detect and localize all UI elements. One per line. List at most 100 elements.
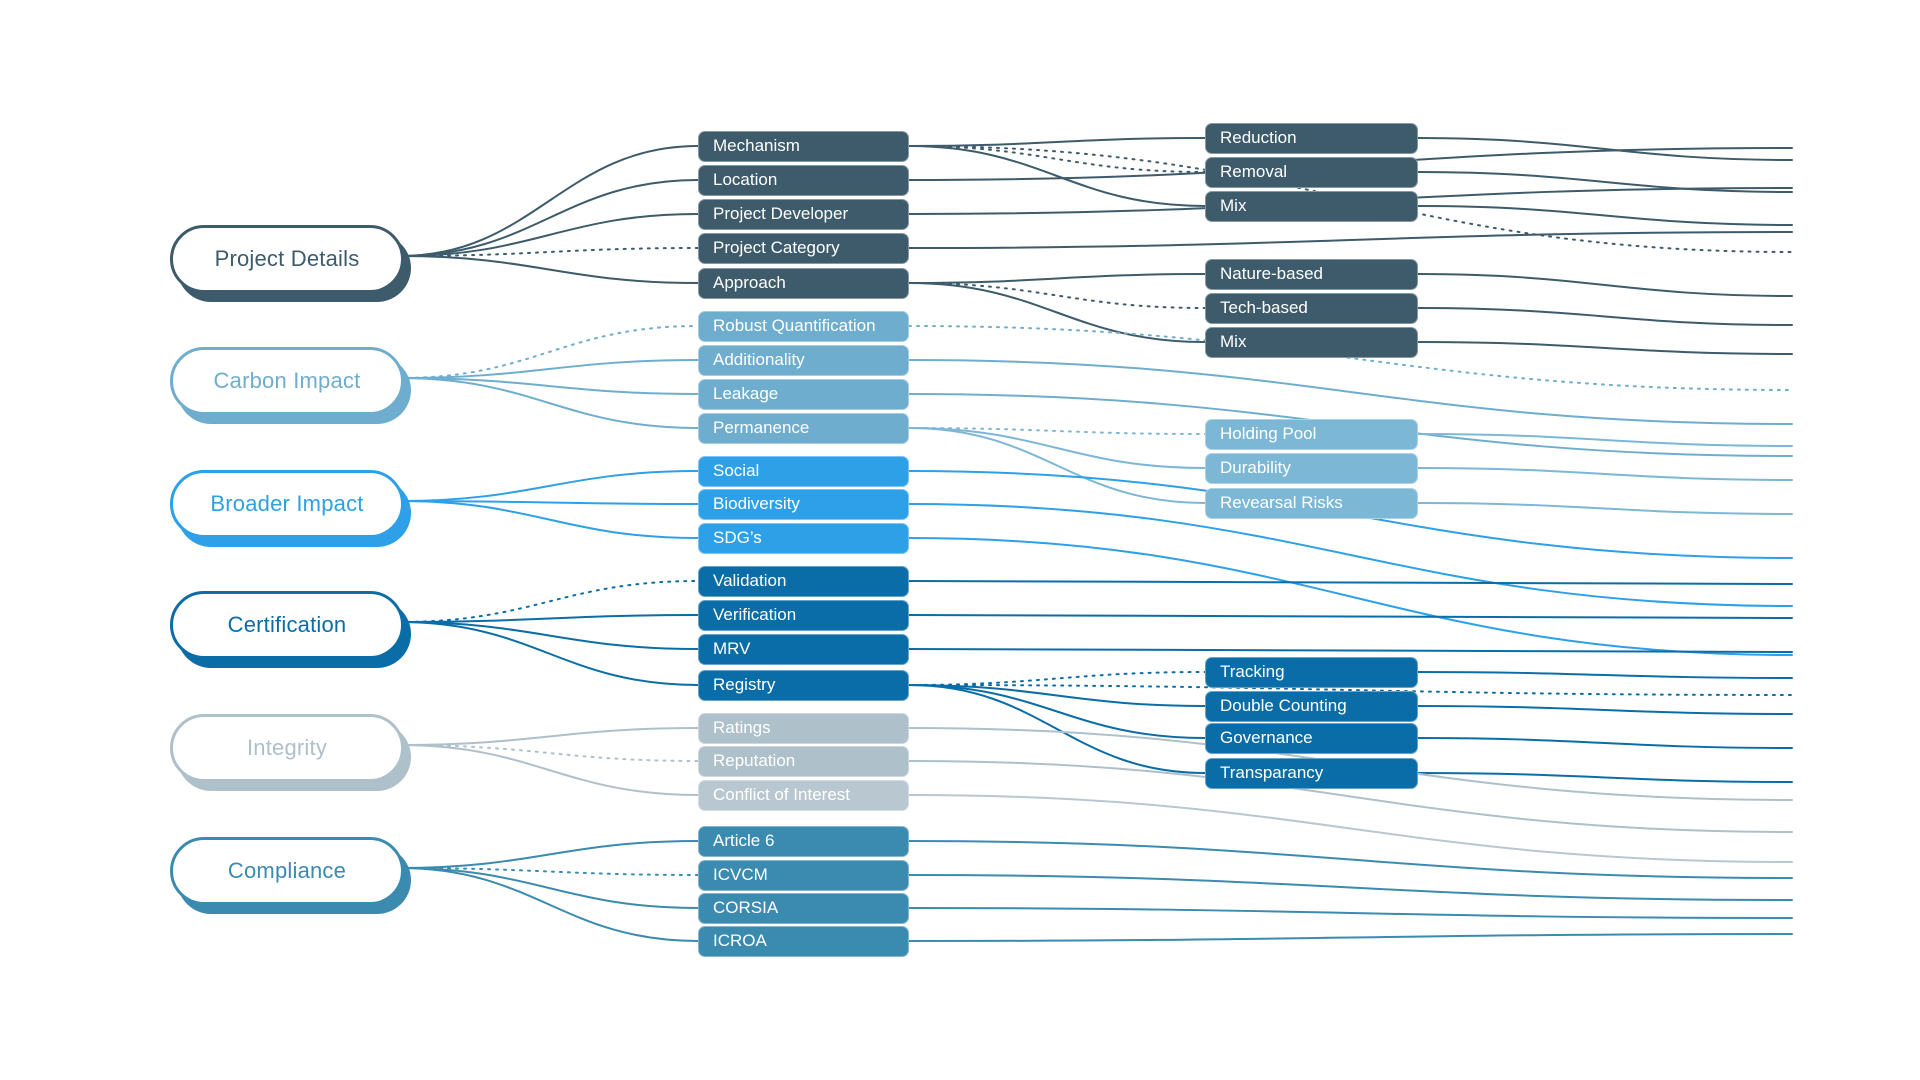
edge-approach-mix-2 [908,282,1206,343]
node-approach-label: Approach [713,273,786,292]
node-leakage: Leakage [698,378,909,410]
edge-mix-2-margin [1417,341,1793,355]
edge-holding-pool-margin [1417,433,1793,447]
edge-tracking-margin [1417,671,1793,679]
node-robust-quantification: Robust Quantification [698,310,909,342]
node-mechanism-label: Mechanism [713,136,800,155]
pill-compliance: Compliance [170,837,404,905]
node-permanence: Permanence [698,412,909,444]
node-mix-1-label: Mix [1220,196,1247,215]
node-reputation: Reputation [698,745,909,777]
node-revearsal-risks: Revearsal Risks [1205,487,1418,519]
node-icroa: ICROA [698,925,909,957]
node-validation: Validation [698,565,909,597]
pill-integrity-label: Integrity [246,735,328,760]
edge-project-details-project-category [399,247,699,257]
edge-double-counting-margin [1417,705,1793,715]
edge-additionality-margin [908,359,1793,425]
edge-registry-tracking [908,671,1206,686]
edge-carbon-impact-permanence [399,377,699,429]
edge-transparancy-margin [1417,772,1793,783]
edge-compliance-icroa [399,867,699,942]
node-biodiversity-label: Biodiversity [713,494,800,513]
node-social-label: Social [713,461,760,480]
edge-carbon-impact-additionality [399,359,699,379]
pill-broader-impact: Broader Impact [170,470,404,538]
pill-project-details-label: Project Details [214,246,360,271]
pill-certification: Certification [170,591,404,659]
edge-reduction-margin [1417,137,1793,161]
node-transparancy: Transparancy [1205,757,1418,789]
pill-project-details: Project Details [170,225,404,293]
node-reduction: Reduction [1205,122,1418,154]
edge-durability-margin [1417,467,1793,481]
edge-robust-quantification-margin [908,325,1793,391]
node-ratings-label: Ratings [713,718,771,737]
edge-verification-margin [908,614,1793,619]
edge-article-6-margin [908,840,1793,879]
node-tech-based-label: Tech-based [1220,298,1308,317]
node-icvcm-label: ICVCM [713,865,768,884]
edge-mix-1-margin [1417,205,1793,226]
node-verification-label: Verification [713,605,797,624]
edge-registry-double-counting [908,684,1206,707]
node-social: Social [698,455,909,487]
node-corsia-label: CORSIA [713,898,779,917]
node-reduction-label: Reduction [1220,128,1297,147]
pill-compliance-label: Compliance [227,858,347,883]
node-project-developer: Project Developer [698,198,909,230]
node-article-6: Article 6 [698,825,909,857]
edge-registry-margin [908,684,1793,696]
edge-integrity-ratings [399,727,699,746]
edge-broader-impact-biodiversity [399,500,699,505]
edge-compliance-corsia [399,867,699,909]
pill-broader-impact-label: Broader Impact [210,491,364,516]
edge-permanence-durability [908,427,1206,469]
pill-carbon-impact-label: Carbon Impact [213,368,361,393]
edge-revearsal-risks-margin [1417,502,1793,515]
edge-governance-margin [1417,737,1793,749]
node-reputation-label: Reputation [713,751,796,770]
edge-mechanism-mix-1 [908,145,1206,207]
node-additionality-label: Additionality [713,350,805,369]
node-nature-based: Nature-based [1205,258,1418,290]
edge-project-details-location [399,179,699,257]
node-sdgs: SDG’s [698,522,909,554]
node-tech-based: Tech-based [1205,292,1418,324]
node-approach: Approach [698,267,909,299]
edge-registry-transparancy [908,684,1206,774]
edge-project-category-margin [908,231,1793,249]
edge-biodiversity-margin [908,503,1793,607]
node-corsia: CORSIA [698,892,909,924]
node-conflict-of-interest: Conflict of Interest [698,779,909,811]
node-robust-quantification-label: Robust Quantification [713,316,876,335]
node-nature-based-label: Nature-based [1220,264,1324,283]
node-tracking: Tracking [1205,656,1418,688]
edge-approach-nature-based [908,273,1206,284]
edge-integrity-reputation [399,744,699,762]
node-location: Location [698,164,909,196]
node-removal: Removal [1205,156,1418,188]
edge-integrity-conflict-of-interest [399,744,699,796]
node-mix-2-label: Mix [1220,332,1247,351]
node-icvcm: ICVCM [698,859,909,891]
node-conflict-of-interest-label: Conflict of Interest [713,785,851,804]
node-holding-pool: Holding Pool [1205,418,1418,450]
node-project-category-label: Project Category [713,238,840,257]
edge-icvcm-margin [908,874,1793,901]
edge-project-details-project-developer [399,213,699,257]
edge-nature-based-margin [1417,273,1793,297]
edge-mechanism-removal [908,145,1206,173]
edge-mrv-margin [908,648,1793,653]
edge-removal-margin [1417,171,1793,193]
node-durability: Durability [1205,452,1418,484]
node-project-category: Project Category [698,232,909,264]
edge-certification-mrv [399,621,699,650]
node-ratings: Ratings [698,712,909,744]
node-transparancy-label: Transparancy [1220,763,1324,782]
node-mrv-label: MRV [713,639,751,658]
node-registry-label: Registry [713,675,776,694]
edge-broader-impact-sdgs [399,500,699,539]
